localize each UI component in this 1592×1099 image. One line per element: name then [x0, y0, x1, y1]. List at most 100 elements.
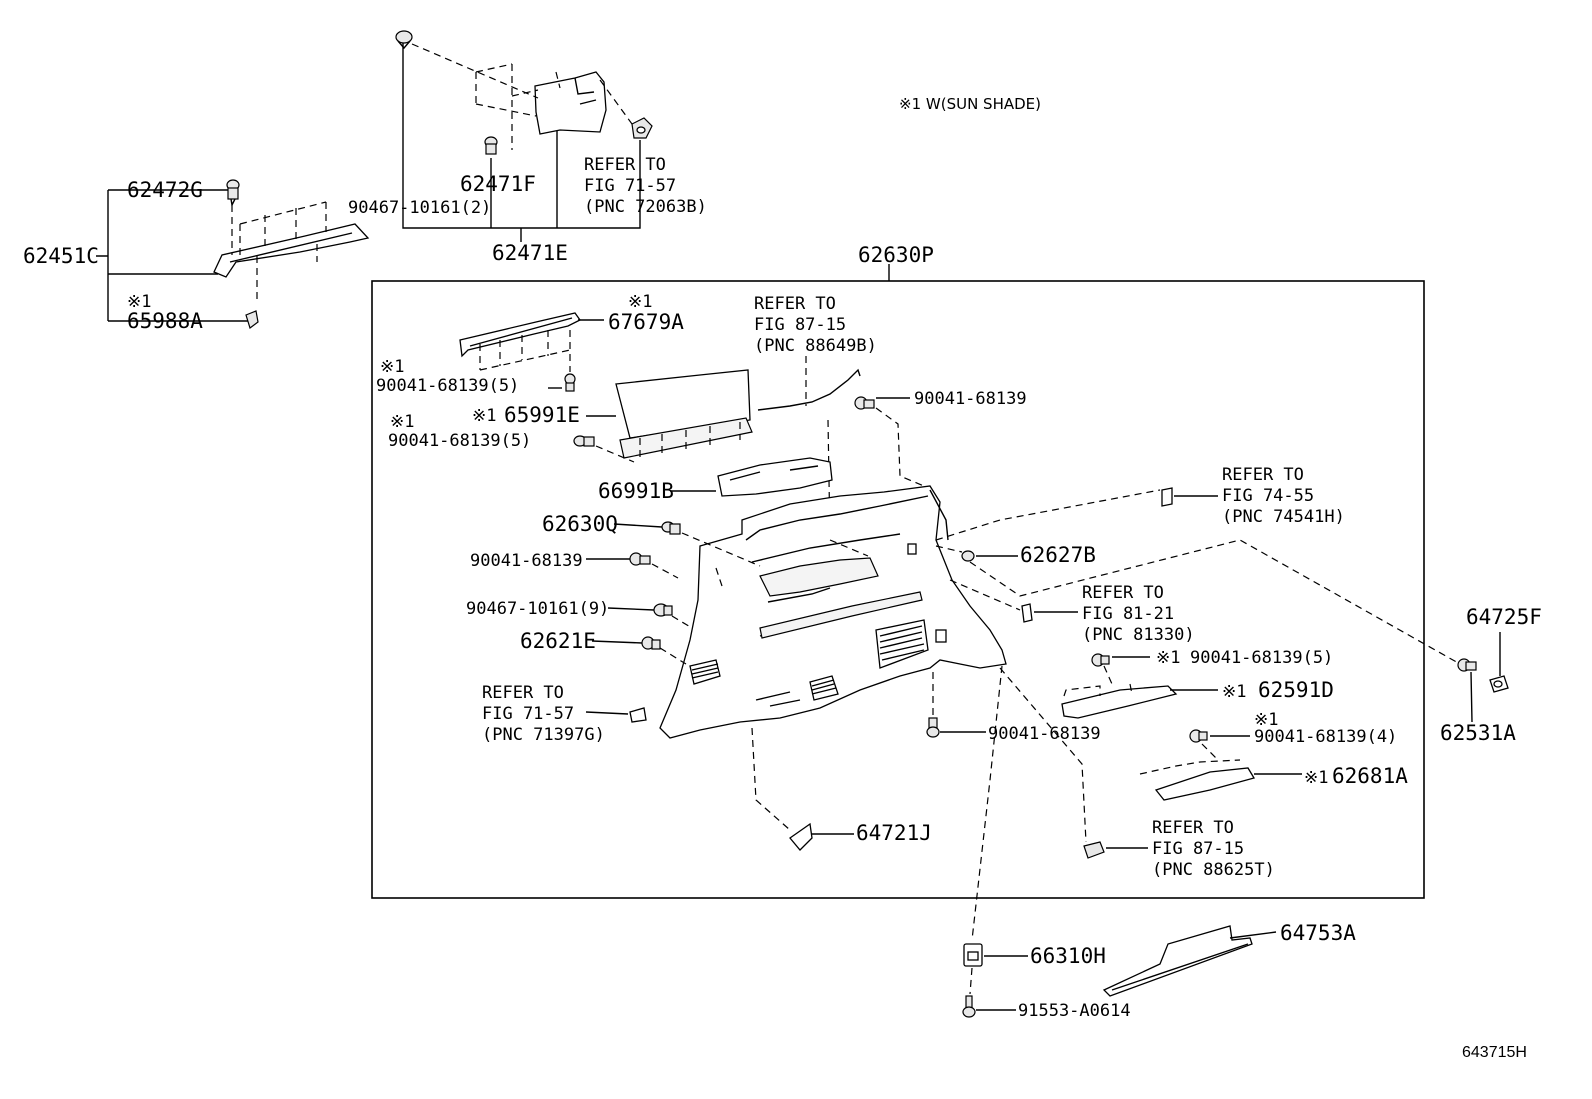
ref-72063b-line3: (PNC 72063B)	[584, 197, 707, 217]
ref-71397g-line1: REFER TO	[482, 683, 564, 703]
mark-62591d: ※1	[1222, 682, 1246, 702]
label-64725f: 64725F	[1466, 605, 1542, 629]
ref-72063b-line2: FIG 71-57	[584, 176, 676, 196]
screw-62531a-icon	[1457, 658, 1477, 672]
label-90041-f: 90041-68139	[988, 724, 1101, 744]
mark-90041-b: ※1	[390, 412, 414, 432]
cover-71397g-icon	[629, 707, 647, 723]
mark-90041-a: ※1	[380, 357, 404, 377]
grommet-icon	[631, 117, 653, 139]
trim-67679a-icon	[459, 312, 581, 358]
label-62471e: 62471E	[492, 241, 568, 265]
sunshade-65991e-icon	[615, 369, 751, 439]
console-66991b-icon	[717, 457, 833, 497]
clip-62621e-icon	[641, 636, 661, 650]
clip-88625t-icon	[1083, 841, 1105, 859]
cover-64721j-icon	[789, 822, 813, 851]
screw-a-icon	[564, 373, 576, 392]
screw-91553-icon	[962, 995, 976, 1018]
ref-88649b-line3: (PNC 88649B)	[754, 336, 877, 356]
label-67679a: 67679A	[608, 310, 684, 334]
clip-62471f-icon	[484, 136, 498, 155]
screw-e-icon	[1091, 653, 1110, 667]
clip-90467-9-icon	[653, 603, 673, 617]
plate-64753a-group	[1102, 925, 1277, 997]
label-90041-b: 90041-68139(5)	[388, 431, 531, 451]
ref-72063b-line1: REFER TO	[584, 155, 666, 175]
pillar-garnish-62471e-icon	[534, 71, 607, 135]
garnish-62681a-group	[1139, 729, 1302, 801]
label-65991e: 65991E	[504, 403, 580, 427]
label-66991b: 66991B	[598, 479, 674, 503]
part-74541h-icon	[1161, 487, 1173, 507]
ref-71397g-line2: FIG 71-57	[482, 704, 574, 724]
label-62627b: 62627B	[1020, 543, 1096, 567]
ref-88649b-line2: FIG 87-15	[754, 315, 846, 335]
illustration-code: 643715H	[1462, 1044, 1527, 1061]
part-64725f-group	[1457, 632, 1509, 723]
sunshade-note: ※1 W(SUN SHADE)	[899, 95, 1041, 113]
label-90041-a: 90041-68139(5)	[376, 376, 519, 396]
mark-65991e: ※1	[472, 406, 496, 426]
ref-81330-line1: REFER TO	[1082, 583, 1164, 603]
label-90041-c: 90041-68139	[914, 389, 1027, 409]
ref-74541h-line3: (PNC 74541H)	[1222, 507, 1345, 527]
part-62451c-group	[96, 179, 370, 329]
label-90041-e: 90041-68139(5)	[1190, 648, 1333, 668]
screw-f-icon	[926, 717, 940, 738]
ref-88649b-line1: REFER TO	[754, 294, 836, 314]
ref-88625t-line2: FIG 87-15	[1152, 839, 1244, 859]
mark-62681a: ※1	[1304, 768, 1328, 788]
cap-64725f-icon	[1489, 675, 1509, 693]
label-62472g: 62472G	[127, 178, 203, 202]
plate-64753a-icon	[1102, 925, 1253, 997]
label-90467-10161-9: 90467-10161(9)	[466, 599, 609, 619]
mark-90041-g: ※1	[1254, 710, 1278, 730]
wire-88649b-icon	[757, 368, 861, 411]
clip-65988a-icon	[245, 310, 259, 329]
label-62630q: 62630Q	[542, 512, 618, 536]
trim-67679a-group	[459, 312, 604, 392]
part-62471e-group	[395, 30, 653, 242]
screw-g-icon	[1189, 729, 1208, 743]
assembly-frame	[371, 280, 1425, 899]
part-66310h-group	[962, 943, 1028, 1018]
label-62681a: 62681A	[1332, 764, 1408, 788]
ref-74541h-line2: FIG 74-55	[1222, 486, 1314, 506]
label-66310h: 66310H	[1030, 944, 1106, 968]
console-66991b-group	[670, 457, 833, 497]
label-62630p: 62630P	[858, 243, 934, 267]
label-91553-a0614: 91553-A0614	[1018, 1001, 1131, 1021]
label-62451c: 62451C	[23, 244, 99, 268]
label-62471f: 62471F	[460, 172, 536, 196]
label-64753a: 64753A	[1280, 921, 1356, 945]
label-62531a: 62531A	[1440, 721, 1516, 745]
clip-66310h-icon	[963, 943, 983, 967]
part-81330-icon	[1021, 603, 1033, 623]
label-90041-d: 90041-68139	[470, 551, 583, 571]
ref-81330-line3: (PNC 81330)	[1082, 625, 1195, 645]
label-90467-10161-2: 90467-10161(2)	[348, 198, 491, 218]
ref-88625t-line3: (PNC 88625T)	[1152, 860, 1275, 880]
ref-88625t-line1: REFER TO	[1152, 818, 1234, 838]
ref-71397g-line3: (PNC 71397G)	[482, 725, 605, 745]
fastener-62630q-icon	[661, 521, 681, 535]
ref-81330-line2: FIG 81-21	[1082, 604, 1174, 624]
mark-90041-e: ※1	[1156, 648, 1180, 668]
garnish-62451c-icon	[213, 223, 370, 278]
screw-b-icon	[573, 435, 595, 447]
label-64721j: 64721J	[856, 821, 932, 845]
garnish-62681a-icon	[1154, 767, 1255, 801]
garnish-62591d-icon	[1061, 685, 1178, 719]
sunshade-65991e-group	[573, 369, 753, 463]
label-62621e: 62621E	[520, 629, 596, 653]
quarter-trim-62630p-group	[659, 485, 1007, 739]
mark-67679a: ※1	[628, 292, 652, 312]
label-65988a: 65988A	[127, 309, 203, 333]
clip-top-icon	[395, 30, 413, 50]
screw-d-icon	[629, 552, 651, 566]
mark-65988a: ※1	[127, 292, 151, 312]
label-90041-g: 90041-68139(4)	[1254, 727, 1397, 747]
garnish-62591d-group	[1061, 653, 1218, 719]
